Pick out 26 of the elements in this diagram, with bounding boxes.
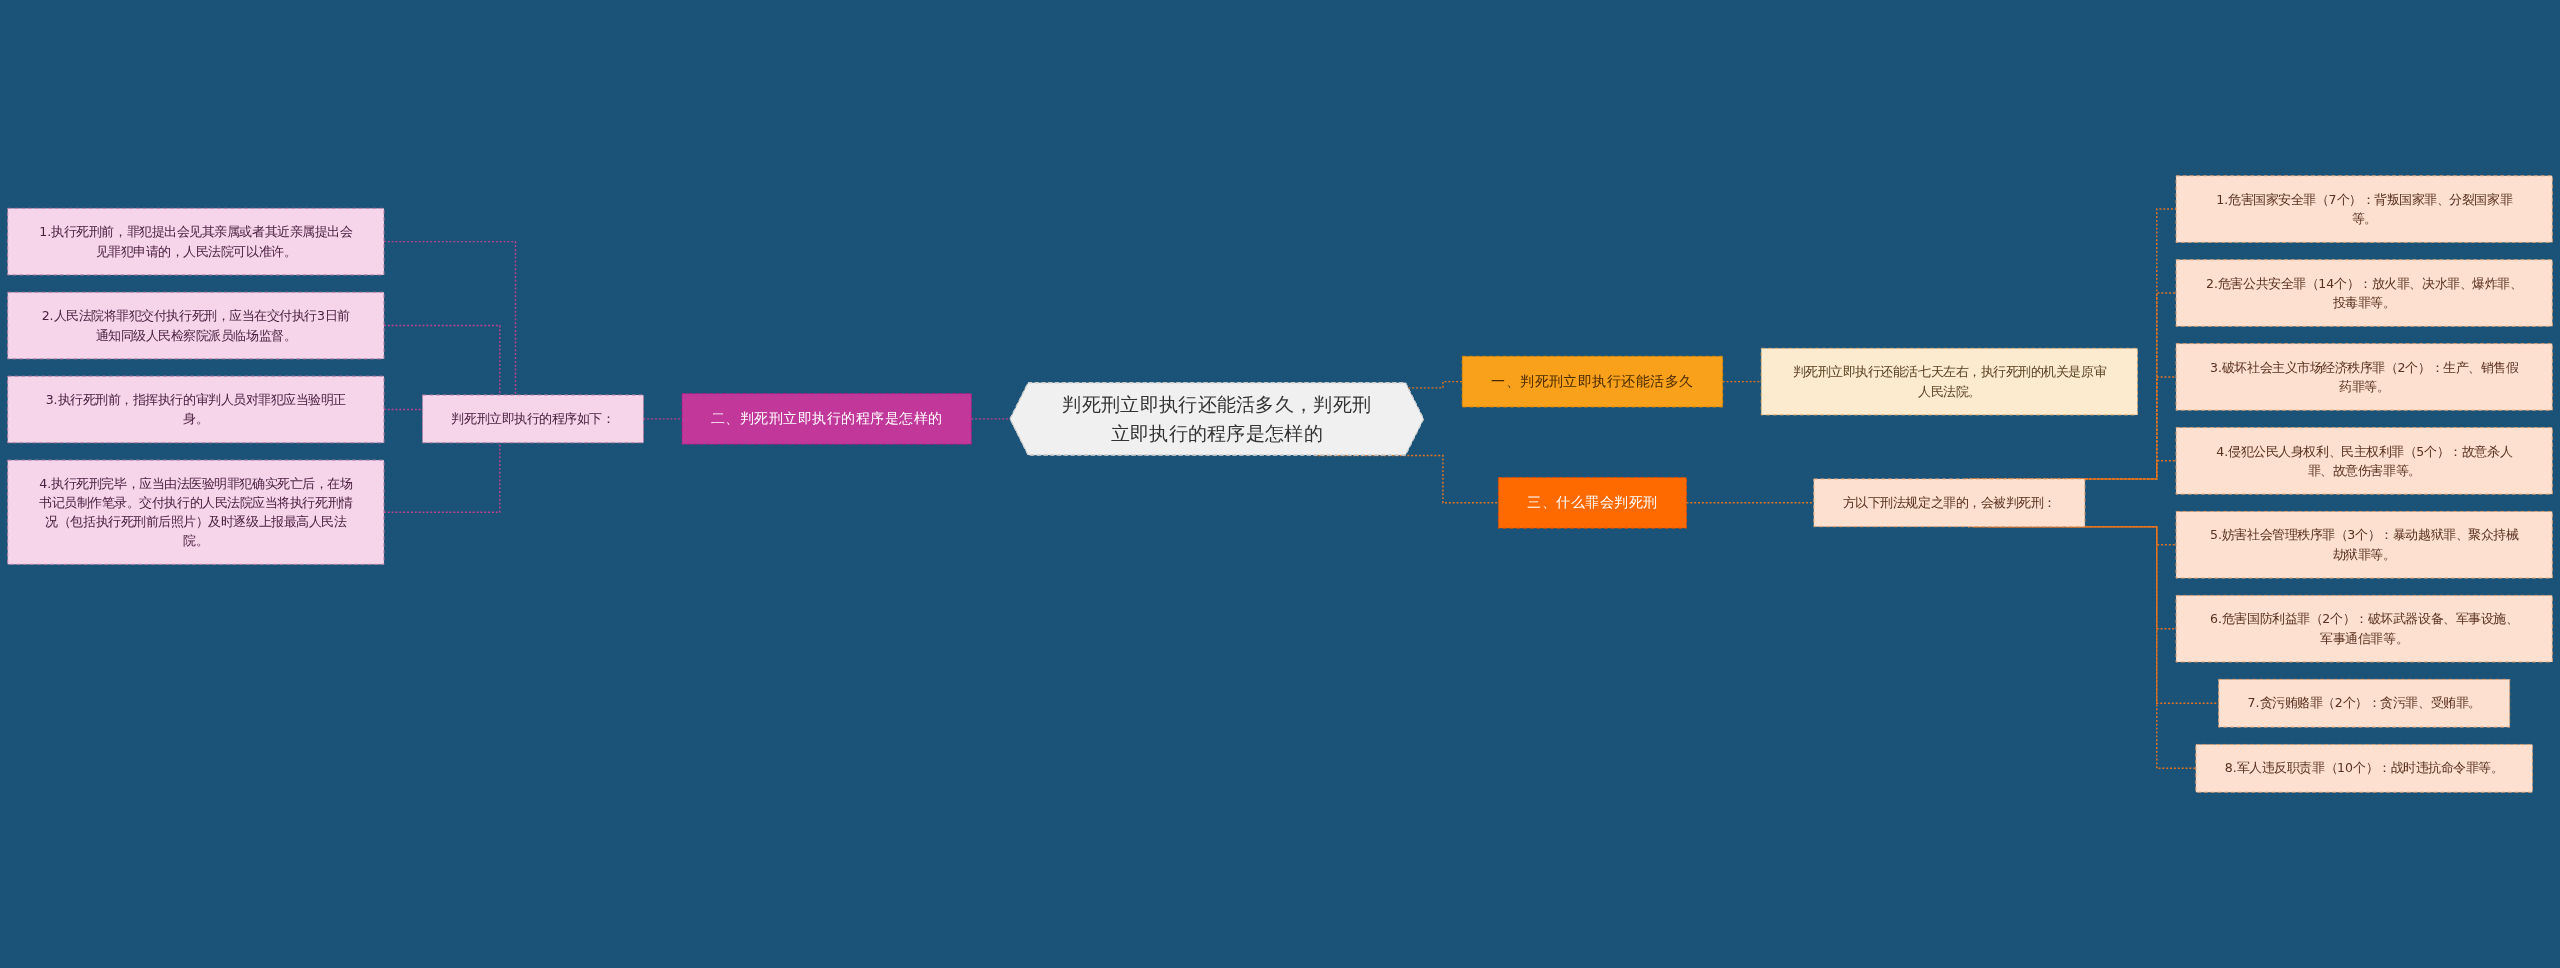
node-box: 2.危害公共安全罪（14个）：放火罪、决水罪、爆炸罪、投毒罪等。 [2175,259,2553,327]
connector [383,408,424,412]
node-box: 3.执行死刑前，指挥执行的审判人员对罪犯应当验明正身。 [7,375,385,444]
connector [642,418,683,420]
node-box: 7.贪污贿赂罪（2个）：贪污罪、受贿罪。 [2218,678,2511,728]
connector [1721,380,1762,383]
connector [383,442,501,513]
connector [1685,502,1815,504]
node-box: 二、判死刑立即执行的程序是怎样的 [681,393,972,445]
connector [1407,380,1463,389]
node-box: 4.侵犯公民人身权利、民主权利罪（5个）：故意杀人罪、故意伤害罪等。 [2175,427,2553,495]
node-box: 6.危害国防利益罪（2个）：破坏武器设备、军事设施、军事通信罪等。 [2175,594,2553,663]
connector [383,324,501,396]
node-box: 三、什么罪会判死刑 [1497,477,1687,529]
node-box: 方以下刑法规定之罪的，会被判死刑： [1813,478,2086,528]
node-box: 2.人民法院将罪犯交付执行死刑，应当在交付执行3日前通知同级人民检察院派员临场监督。 [7,291,385,360]
node-box: 5.妨害社会管理秩序罪（3个）：暴动越狱罪、聚众持械劫狱罪等。 [2175,511,2553,579]
node-box: 3.破坏社会主义市场经济秩序罪（2个）：生产、销售假药罪等。 [2175,343,2553,411]
connector [383,240,517,396]
node-box: 一、判死刑立即执行还能活多久 [1461,355,1724,408]
node-box: 1.危害国家安全罪（7个）：背叛国家罪、分裂国家罪等。 [2175,175,2553,243]
node-box: 判死刑立即执行的程序如下： [422,394,644,444]
node-box: 1.执行死刑前，罪犯提出会见其亲属或者其近亲属提出会见罪犯申请的，人民法院可以准许。 [7,207,385,276]
node-box: 4.执行死刑完毕，应当由法医验明罪犯确实死亡后，在场书记员制作笔录。交付执行的人民法院应当将执行死刑情况（包括执行死刑前后照片）及时逐级上报最高人民法院。 [7,459,385,565]
node-box: 判死刑立即执行还能活七天左右，执行死刑的机关是原审人民法院。 [1760,347,2138,416]
node-box: 8.军人违反职责罪（10个）：战时违抗命令罪等。 [2195,744,2533,793]
